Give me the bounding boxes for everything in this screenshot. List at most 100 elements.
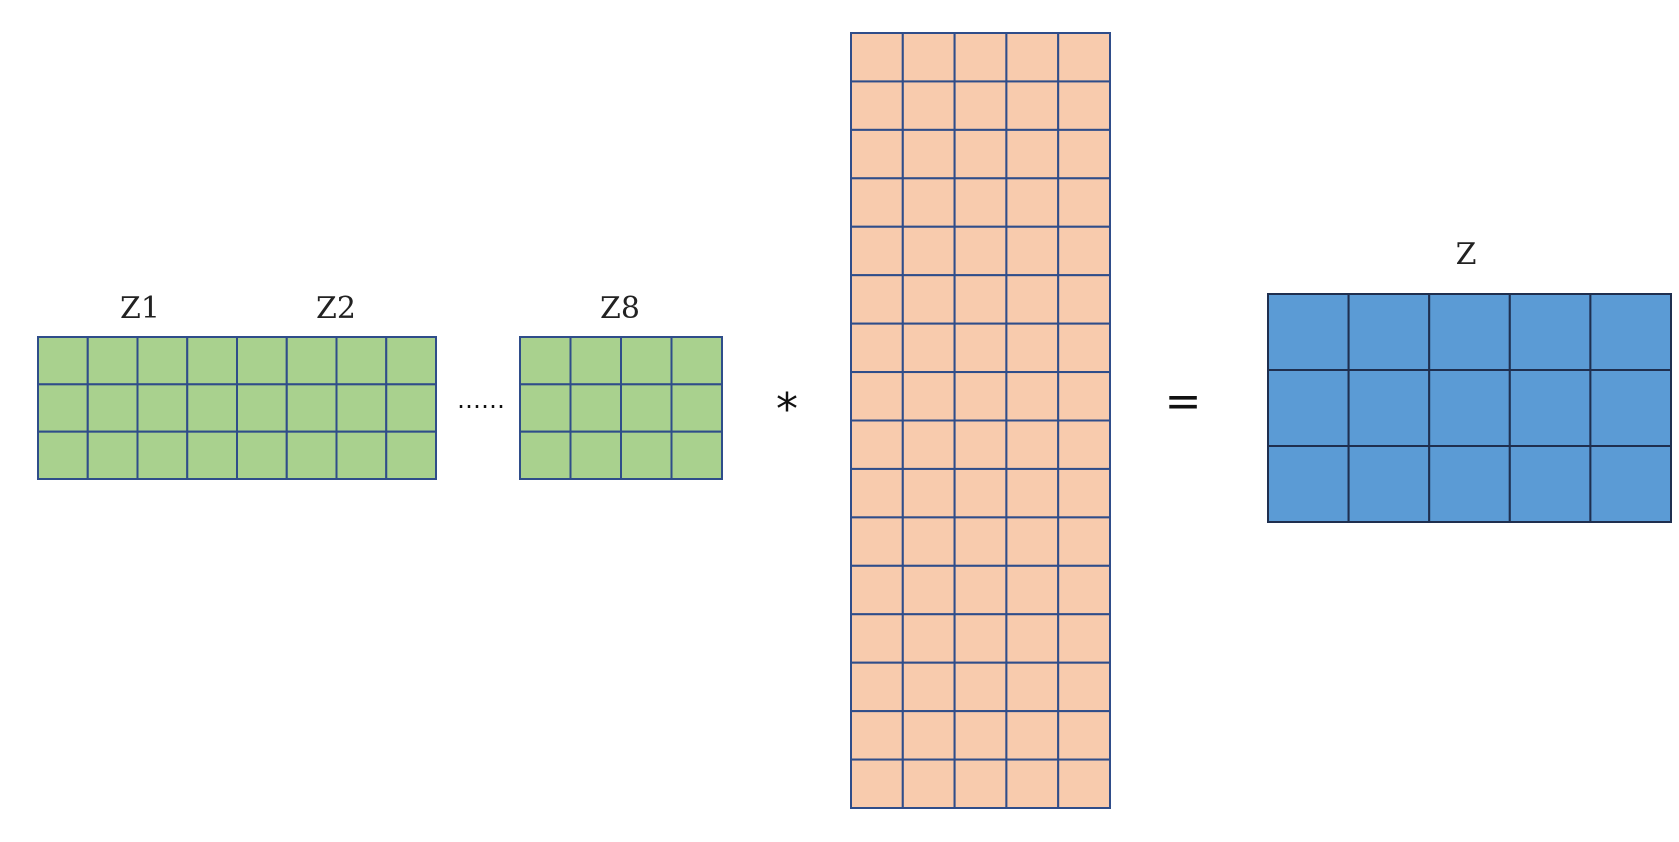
output-z-cell <box>1428 293 1511 371</box>
weight-matrix-cell <box>953 371 1008 422</box>
head-z8-cell <box>519 336 572 386</box>
head-z8-cell <box>670 336 723 386</box>
output-z-cell <box>1508 369 1592 447</box>
weight-matrix-cell <box>850 758 904 809</box>
label-z8: Z8 <box>600 291 640 326</box>
weight-matrix-cell <box>901 274 956 325</box>
head-z8-matrix <box>519 336 723 481</box>
concat-heads-cell <box>186 430 238 481</box>
concat-heads-cell <box>37 430 89 481</box>
weight-matrix-cell <box>1005 467 1060 519</box>
weight-matrix-cell <box>850 564 904 616</box>
weight-matrix-cell <box>1057 419 1111 470</box>
weight-matrix-cell <box>953 177 1008 228</box>
weight-matrix-cell <box>1005 661 1060 713</box>
weight-matrix-cell <box>901 661 956 713</box>
multiply-symbol: * <box>776 384 798 435</box>
weight-matrix-cell <box>850 710 904 761</box>
weight-matrix-cell <box>901 322 956 374</box>
weight-matrix-cell <box>850 516 904 567</box>
weight-matrix-cell <box>1005 371 1060 422</box>
weight-matrix-cell <box>1057 225 1111 277</box>
output-z-cell <box>1508 293 1592 371</box>
weight-matrix-cell <box>1005 274 1060 325</box>
weight-matrix-cell <box>901 758 956 809</box>
weight-matrix-cell <box>953 613 1008 664</box>
output-z-cell <box>1428 445 1511 523</box>
weight-matrix <box>850 32 1111 809</box>
weight-matrix-cell <box>953 322 1008 374</box>
output-z-cell <box>1508 445 1592 523</box>
weight-matrix-cell <box>953 128 1008 180</box>
output-z-cell <box>1347 293 1431 371</box>
weight-matrix-cell <box>1057 661 1111 713</box>
output-z-matrix <box>1267 293 1673 523</box>
weight-matrix-cell <box>901 128 956 180</box>
head-z8-cell <box>519 430 572 481</box>
concat-heads-cell <box>136 430 189 481</box>
weight-matrix-cell <box>1057 516 1111 567</box>
concat-heads-cell <box>285 383 338 433</box>
weight-matrix-cell <box>850 32 904 83</box>
head-z8-cell <box>670 383 723 433</box>
output-z-cell <box>1267 445 1350 523</box>
weight-matrix-cell <box>850 225 904 277</box>
concat-heads-cell <box>236 336 288 386</box>
head-z8-cell <box>620 430 673 481</box>
weight-matrix-cell <box>901 371 956 422</box>
weight-matrix-cell <box>901 32 956 83</box>
weight-matrix-cell <box>850 661 904 713</box>
weight-matrix-cell <box>953 274 1008 325</box>
weight-matrix-cell <box>850 80 904 131</box>
weight-matrix-cell <box>1005 710 1060 761</box>
weight-matrix-cell <box>1005 516 1060 567</box>
weight-matrix-cell <box>953 32 1008 83</box>
weight-matrix-cell <box>901 564 956 616</box>
weight-matrix-cell <box>1057 322 1111 374</box>
output-z-cell <box>1589 293 1673 371</box>
weight-matrix-cell <box>850 371 904 422</box>
head-z8-cell <box>569 383 622 433</box>
weight-matrix-cell <box>953 225 1008 277</box>
label-z1: Z1 <box>120 291 160 326</box>
equals-symbol: = <box>1164 376 1202 427</box>
head-z8-cell <box>569 336 622 386</box>
output-z-cell <box>1267 293 1350 371</box>
concat-heads-cell <box>285 430 338 481</box>
concat-heads-cell <box>186 336 238 386</box>
label-z2: Z2 <box>316 291 356 326</box>
output-z-cell <box>1267 369 1350 447</box>
weight-matrix-cell <box>901 710 956 761</box>
weight-matrix-cell <box>850 467 904 519</box>
weight-matrix-cell <box>901 80 956 131</box>
weight-matrix-cell <box>1005 80 1060 131</box>
concat-heads-cell <box>37 336 89 386</box>
output-z-cell <box>1589 445 1673 523</box>
weight-matrix-cell <box>1057 274 1111 325</box>
weight-matrix-cell <box>1057 710 1111 761</box>
head-z8-cell <box>569 430 622 481</box>
weight-matrix-cell <box>1057 177 1111 228</box>
weight-matrix-cell <box>850 613 904 664</box>
weight-matrix-cell <box>1005 128 1060 180</box>
weight-matrix-cell <box>1005 564 1060 616</box>
weight-matrix-cell <box>850 419 904 470</box>
concat-heads-cell <box>335 336 388 386</box>
weight-matrix-cell <box>1005 613 1060 664</box>
weight-matrix-cell <box>901 613 956 664</box>
weight-matrix-cell <box>1005 758 1060 809</box>
concat-heads-cell <box>335 430 388 481</box>
concat-heads-cell <box>385 383 437 433</box>
concat-heads-cell <box>236 383 288 433</box>
concat-heads-cell <box>385 430 437 481</box>
weight-matrix-cell <box>1057 758 1111 809</box>
concat-heads-cell <box>186 383 238 433</box>
head-z8-cell <box>620 383 673 433</box>
weight-matrix-cell <box>901 225 956 277</box>
concat-heads-cell <box>86 336 139 386</box>
concat-heads-cell <box>285 336 338 386</box>
output-z-cell <box>1589 369 1673 447</box>
weight-matrix-cell <box>1057 564 1111 616</box>
output-z-cell <box>1347 369 1431 447</box>
